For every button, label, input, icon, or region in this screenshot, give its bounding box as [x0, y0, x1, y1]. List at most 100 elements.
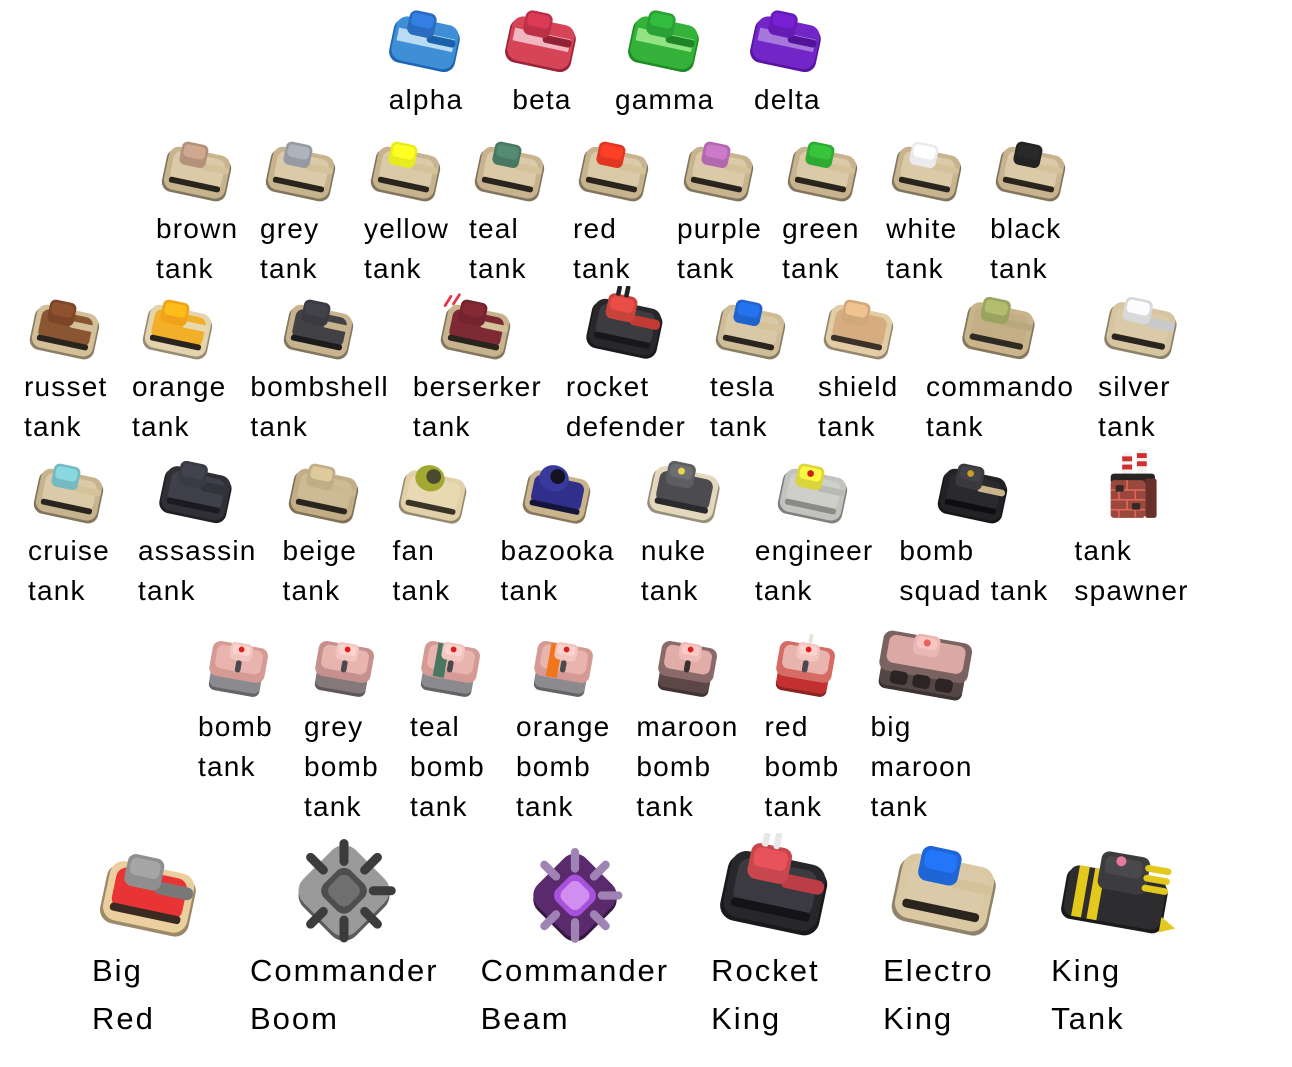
label-line: tank: [677, 253, 735, 284]
cruise-tank-label: cruise tank: [28, 531, 112, 611]
label-line: bomb: [516, 751, 591, 782]
king-tank-icon: [1051, 835, 1185, 947]
gamma-tank-item: gamma: [615, 8, 714, 120]
big-red-icon: [92, 835, 208, 947]
label-line: defender: [565, 411, 687, 442]
assassin-tank-item: assassin tank: [138, 447, 257, 611]
russet-tank-icon: [24, 289, 108, 367]
nuke-tank-icon: [641, 447, 729, 531]
fan-tank-icon: [393, 447, 475, 531]
label-line: fan: [392, 535, 436, 566]
gamma-tank-label: gamma: [615, 80, 714, 120]
label-line: silver: [1098, 371, 1171, 402]
label-line: tank: [764, 791, 823, 822]
beta-tank-item: beta: [499, 8, 585, 120]
orange-tank-icon: [132, 289, 226, 367]
label-line: rocket: [565, 371, 650, 402]
label-line: Boom: [250, 1001, 339, 1036]
label-line: bomb: [764, 751, 840, 782]
label-line: tank: [364, 253, 422, 284]
yellow-tank-item: yellow tank: [364, 135, 449, 289]
label-line: Commander: [250, 953, 439, 988]
label-line: big: [870, 711, 912, 742]
label-line: green: [782, 213, 860, 244]
label-line: tank: [198, 751, 256, 782]
label-line: tank: [636, 791, 695, 822]
label-line: tank: [500, 575, 559, 606]
label-line: brown: [156, 213, 239, 244]
label-line: tank: [282, 575, 341, 606]
berserker-tank-icon: [413, 289, 542, 367]
alpha-tank-item: alpha: [383, 8, 469, 120]
label-line: tank: [28, 575, 86, 606]
label-line: King: [1051, 953, 1122, 988]
label-line: tank: [1074, 535, 1133, 566]
label-line: tank: [782, 253, 840, 284]
bomb-tank-icon: [198, 625, 278, 707]
label-line: maroon: [636, 711, 739, 742]
commando-tank-icon: [926, 289, 1074, 367]
label-line: tank: [138, 575, 196, 606]
cruise-tank-icon: [28, 447, 112, 531]
green-tank-label: green tank: [782, 209, 866, 289]
green-tank-item: green tank: [782, 135, 866, 289]
rocket-defender-icon: [566, 286, 686, 367]
label-line: bomb: [198, 711, 273, 742]
electro-king-icon: [883, 835, 1009, 947]
label-line: tank: [870, 791, 929, 822]
label-line: delta: [754, 84, 821, 115]
label-line: grey: [304, 711, 364, 742]
teal-tank-icon: [469, 135, 553, 209]
label-line: assassin: [138, 535, 257, 566]
label-line: cruise: [28, 535, 110, 566]
red-tank-icon: [573, 135, 657, 209]
orange-bomb-tank-icon: [516, 625, 610, 707]
rocket-defender-item: rocket defender: [565, 286, 687, 447]
label-line: yellow: [364, 213, 450, 244]
shield-tank-icon: [818, 289, 902, 367]
purple-tank-icon: [677, 135, 762, 209]
delta-tank-item: delta: [744, 8, 830, 120]
label-line: white: [886, 213, 958, 244]
label-line: bomb: [899, 535, 975, 566]
label-line: Electro: [883, 953, 994, 988]
label-line: bomb: [410, 751, 485, 782]
label-line: red: [573, 213, 618, 244]
commander-boom-icon: [250, 835, 439, 947]
label-line: tank: [260, 253, 318, 284]
label-line: teal: [469, 213, 519, 244]
label-line: tank: [754, 575, 813, 606]
label-line: tank: [250, 411, 309, 442]
bomb-tank-label: bomb tank: [198, 707, 278, 787]
